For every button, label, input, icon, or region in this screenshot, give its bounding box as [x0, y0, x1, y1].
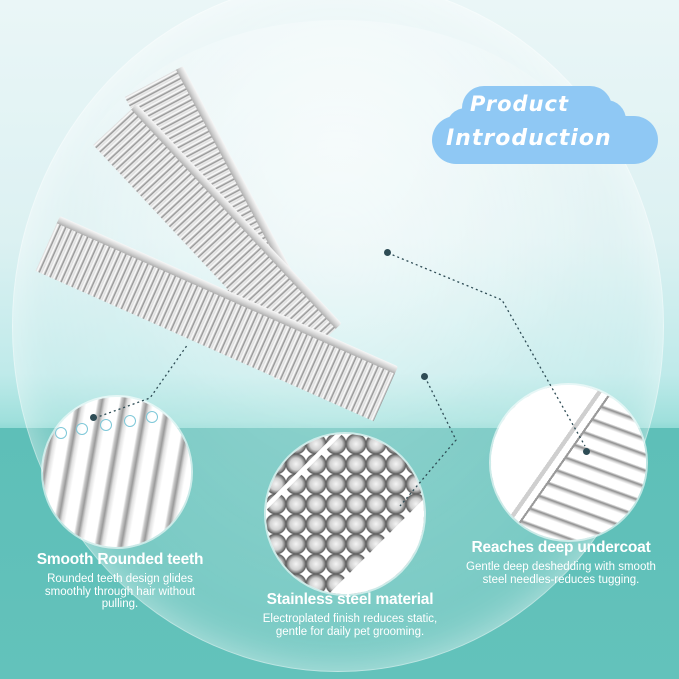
feature-title: Smooth Rounded teeth — [36, 551, 204, 568]
feature-stainless-steel: Stainless steel material Electroplated f… — [236, 591, 464, 638]
product-introduction-badge: Product Introduction — [432, 86, 662, 168]
connector-dot — [384, 249, 391, 256]
detail-circle-rounded-teeth — [43, 397, 191, 547]
feature-description: Gentle deep deshedding with smooth steel… — [466, 561, 656, 586]
badge-line-2: Introduction — [446, 126, 612, 151]
connector-dot — [421, 373, 428, 380]
badge-line-1: Product — [470, 92, 569, 116]
connector-dot — [583, 448, 590, 455]
feature-deep-undercoat: Reaches deep undercoat Gentle deep deshe… — [446, 539, 676, 586]
connector-dot — [90, 414, 97, 421]
feature-title: Stainless steel material — [266, 591, 434, 608]
detail-circle-needles — [491, 385, 646, 540]
feature-rounded-teeth: Smooth Rounded teeth Rounded teeth desig… — [8, 551, 232, 611]
feature-description: Rounded teeth design glides smoothly thr… — [44, 573, 196, 610]
feature-title: Reaches deep undercoat — [471, 539, 651, 556]
detail-circle-steel-rods — [266, 434, 424, 594]
feature-description: Electroplated finish reduces static, gen… — [262, 613, 438, 638]
